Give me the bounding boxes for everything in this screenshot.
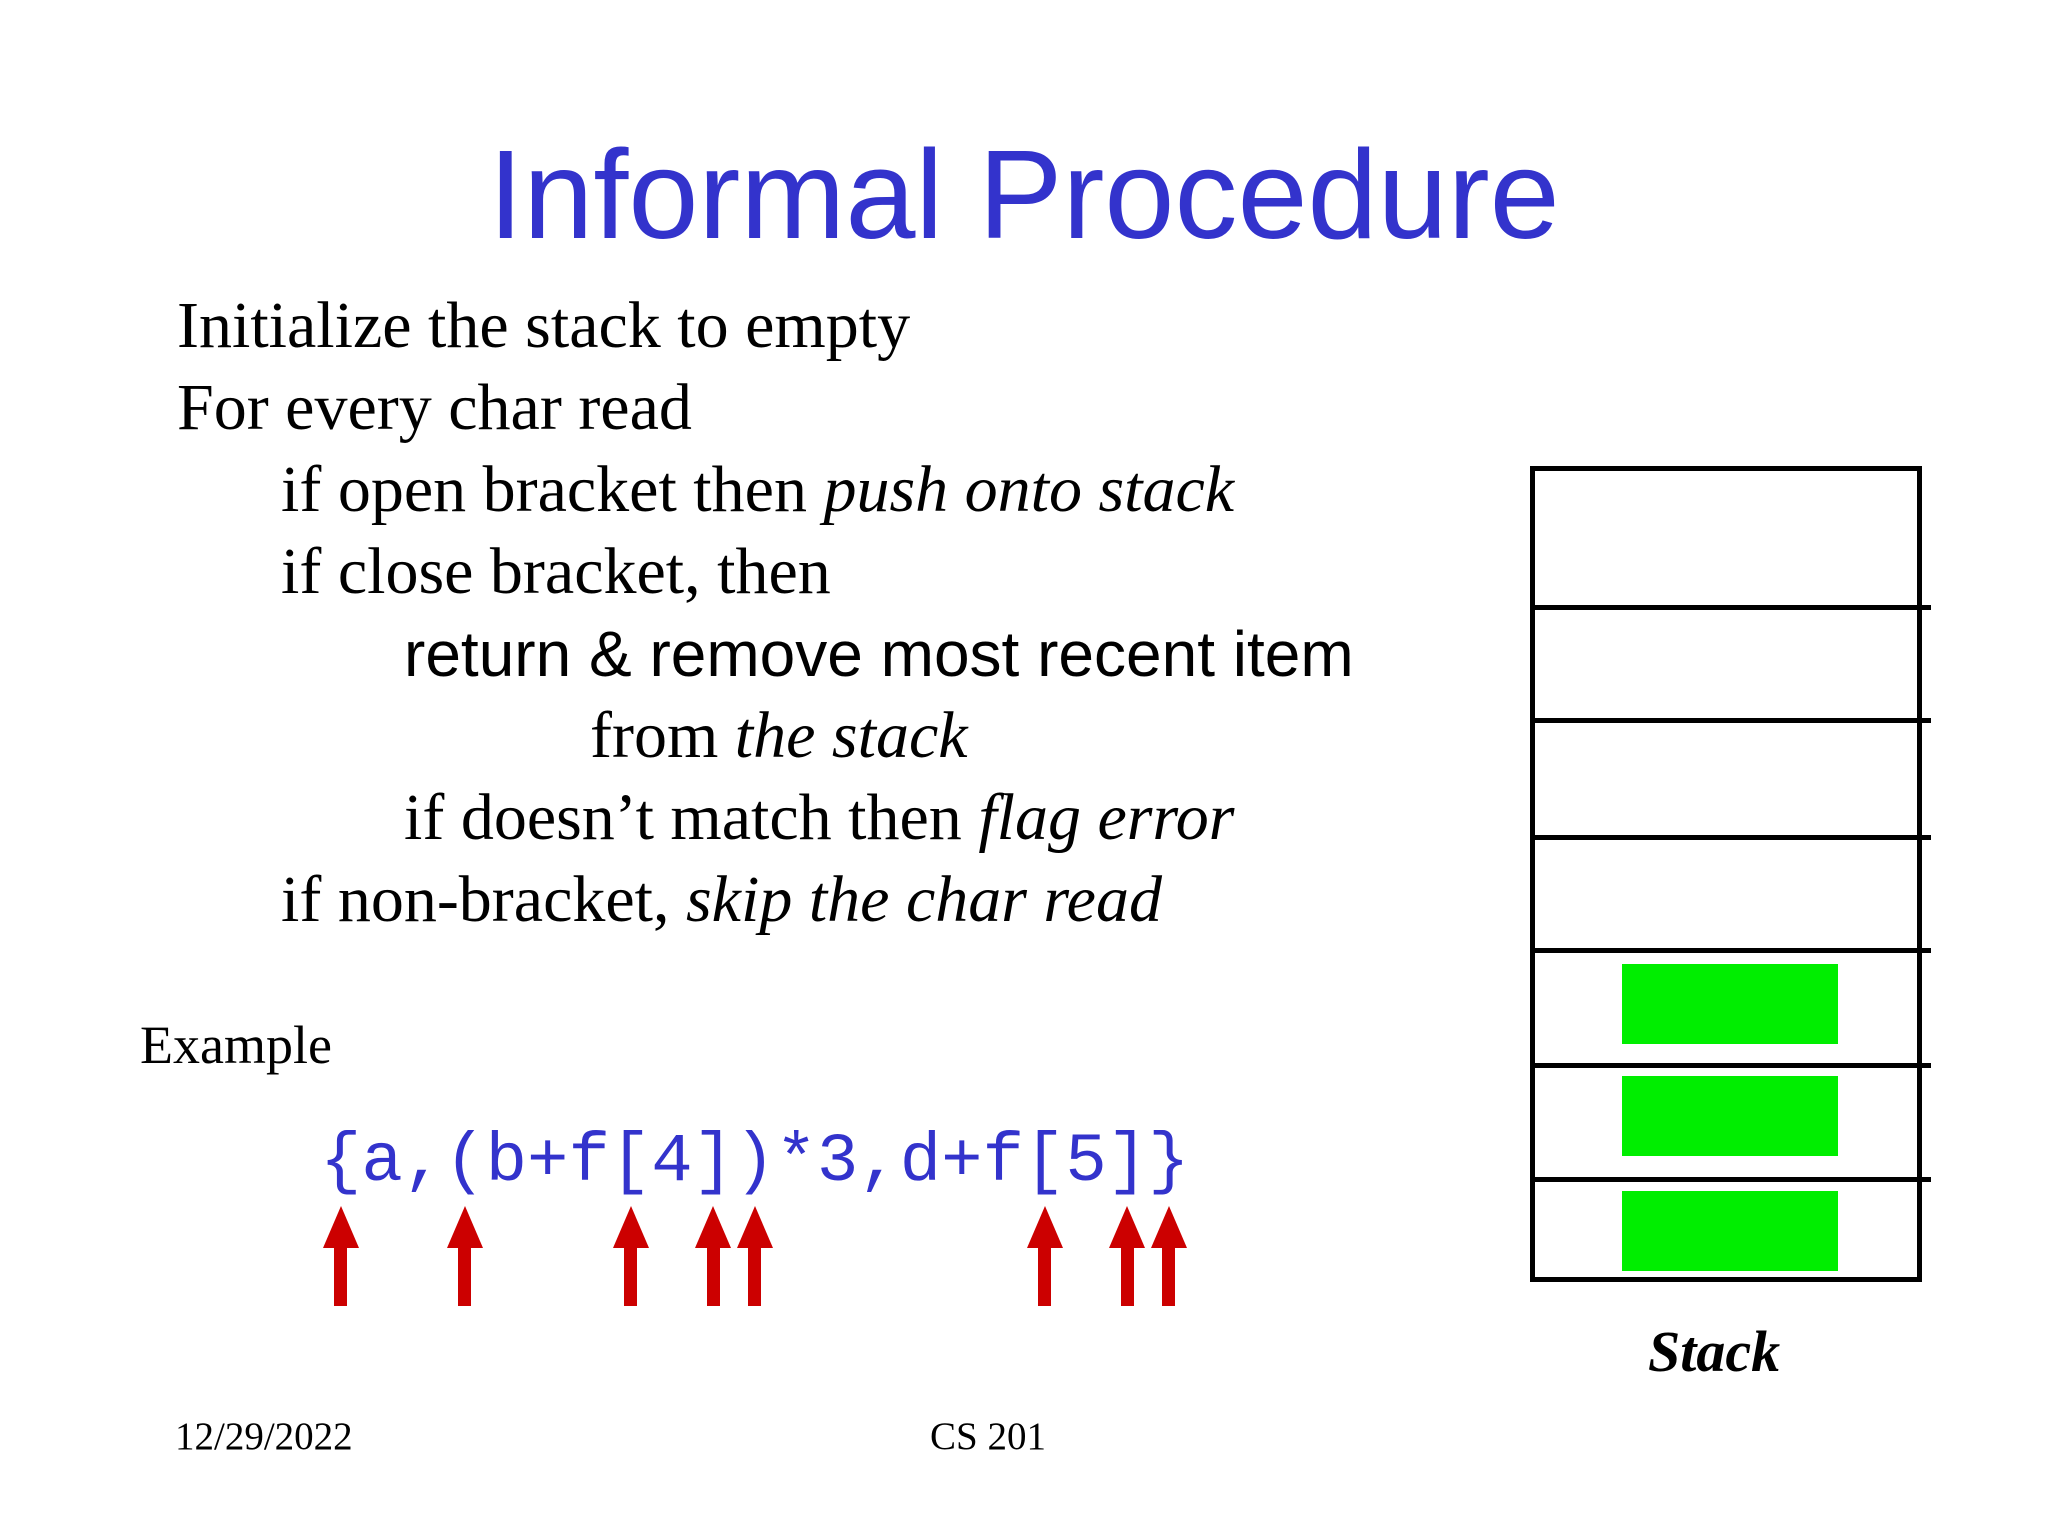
up-arrow-icon (322, 1206, 359, 1306)
arrow-head (446, 1206, 483, 1248)
stack-cell-divider (1535, 718, 1931, 723)
stack-cell-divider (1535, 1063, 1931, 1068)
footer-date: 12/29/2022 (175, 1415, 353, 1458)
algorithm-line: if doesn’t match then flag error (404, 777, 1354, 859)
algorithm-line: For every char read (177, 367, 1354, 449)
arrow-shaft (334, 1246, 348, 1306)
stack-diagram (1530, 466, 1931, 1282)
arrow-head (1150, 1206, 1187, 1248)
stack-item-fill (1622, 1076, 1838, 1156)
up-arrow-icon (1109, 1206, 1146, 1306)
up-arrow-icon (736, 1206, 773, 1306)
arrow-head (322, 1206, 359, 1248)
code-expression: {a,(b+f[4])*3,d+f[5]} (320, 1123, 1190, 1201)
algorithm-line: from the stack (590, 695, 1354, 777)
algorithm-text-segment: if doesn’t match then (404, 781, 979, 854)
arrow-head (695, 1206, 732, 1248)
algorithm-text-segment: if non-bracket, (281, 863, 686, 936)
algorithm-line: return & remove most recent item (404, 613, 1354, 695)
arrow-shaft (1038, 1246, 1051, 1306)
arrow-shaft (458, 1246, 472, 1306)
algorithm-text-segment: flag error (978, 781, 1235, 854)
stack-cell-divider (1535, 835, 1931, 840)
stack-item-fill (1622, 964, 1838, 1044)
algorithm-text-segment: the stack (734, 699, 968, 772)
algorithm-line: if open bracket then push onto stack (281, 449, 1354, 531)
example-label: Example (140, 1015, 332, 1075)
arrow-shaft (1120, 1246, 1134, 1306)
stack-label: Stack (1648, 1319, 1781, 1384)
up-arrow-icon (446, 1206, 483, 1306)
algorithm-text-segment: return & remove most recent item (404, 618, 1354, 690)
algorithm-text-segment: For every char read (177, 371, 692, 444)
slide-title: Informal Procedure (488, 124, 1560, 265)
algorithm-text-segment: if open bracket then (281, 453, 824, 526)
stack-item-fill (1622, 1191, 1838, 1271)
up-arrow-icon (1150, 1206, 1187, 1306)
arrow-shaft (706, 1246, 720, 1306)
algorithm-text-segment: skip the char read (686, 863, 1162, 936)
up-arrow-icon (695, 1206, 732, 1306)
up-arrow-icon (1026, 1206, 1063, 1306)
arrow-head (612, 1206, 649, 1248)
algorithm-line: Initialize the stack to empty (177, 285, 1354, 367)
algorithm-text-segment: push onto stack (823, 453, 1235, 526)
arrow-shaft (748, 1246, 762, 1306)
algorithm-text-segment: from (590, 699, 735, 772)
algorithm-text-segment: Initialize the stack to empty (177, 289, 911, 362)
arrow-shaft (1162, 1246, 1176, 1306)
stack-cell-divider (1535, 605, 1931, 610)
algorithm-text-segment: if close bracket, then (281, 535, 831, 608)
up-arrow-icon (612, 1206, 649, 1306)
stack-cell-divider (1535, 948, 1931, 953)
arrow-head (1109, 1206, 1146, 1248)
arrow-shaft (624, 1246, 637, 1306)
stack-cell-divider (1535, 1177, 1931, 1182)
algorithm-line: if close bracket, then (281, 531, 1354, 613)
footer-course-code: CS 201 (930, 1415, 1046, 1458)
arrow-head (736, 1206, 773, 1248)
arrow-head (1026, 1206, 1063, 1248)
algorithm-line: if non-bracket, skip the char read (281, 859, 1354, 941)
